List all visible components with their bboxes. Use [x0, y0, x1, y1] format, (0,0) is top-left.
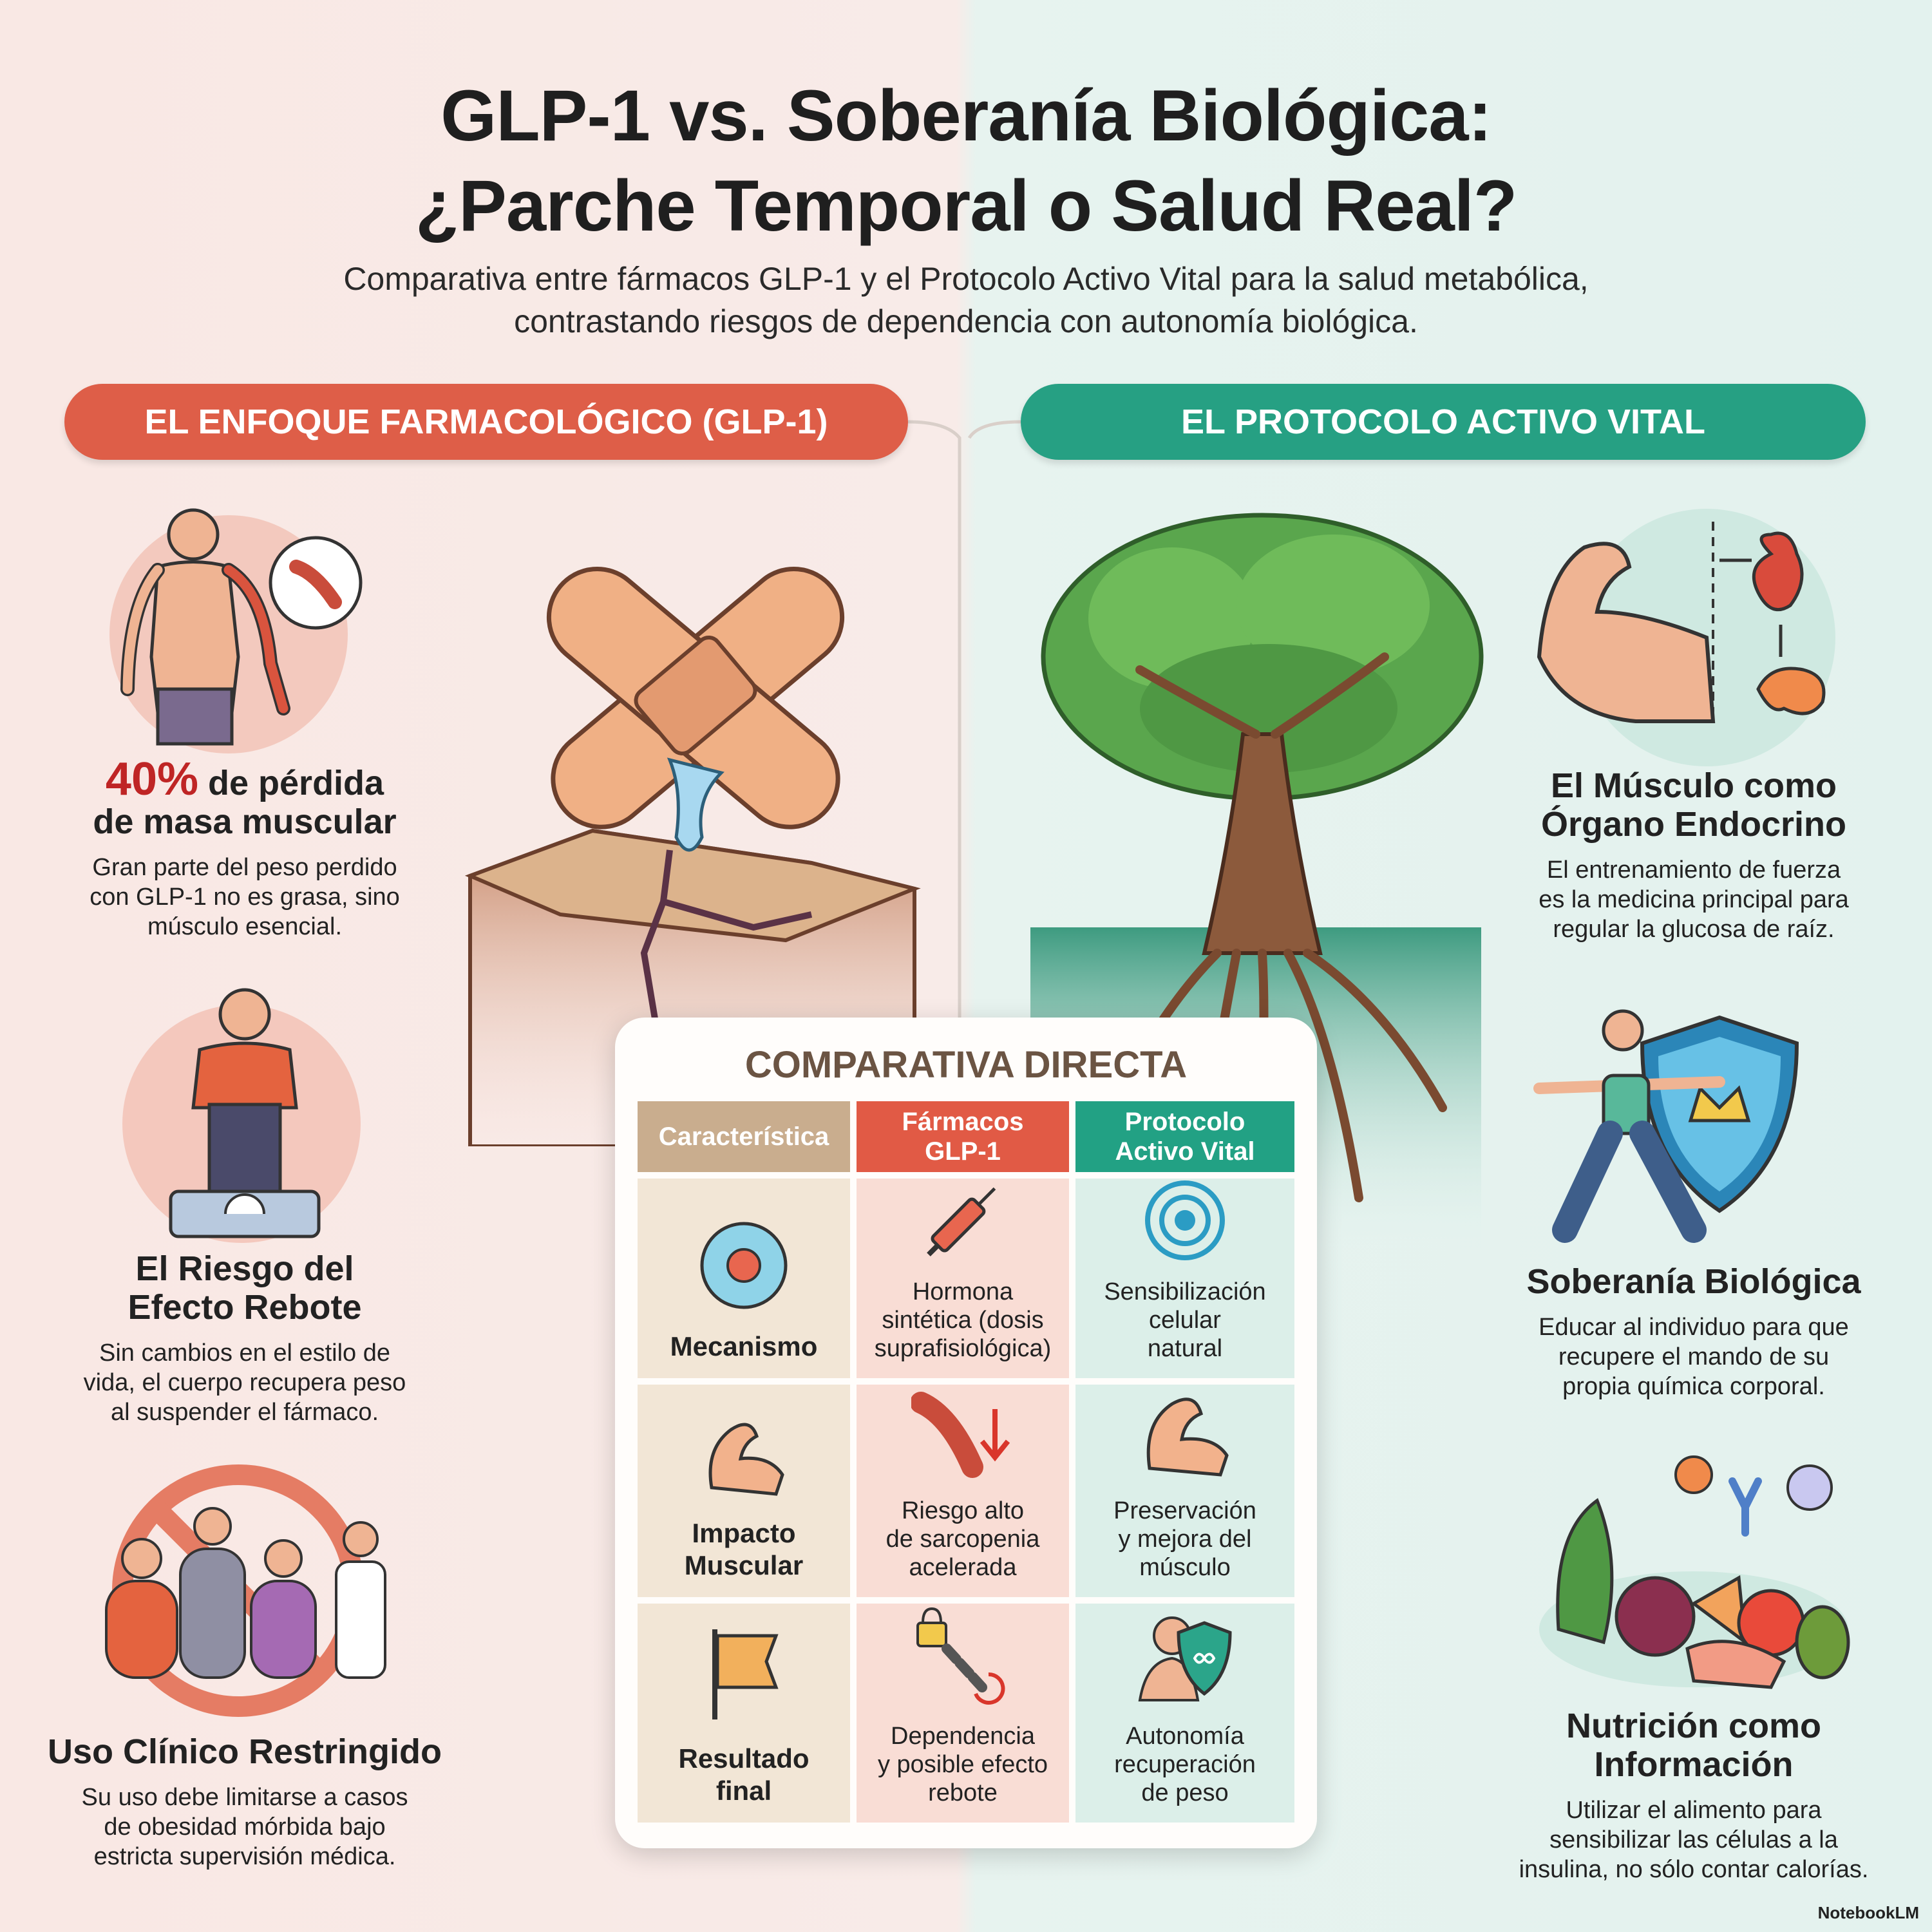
- yoga-shield-icon: [1533, 1009, 1799, 1243]
- comparison-card: COMPARATIVA DIRECTA Característica Fárma…: [615, 1018, 1317, 1848]
- muscle-loss-percent: 40%: [105, 753, 199, 805]
- chain-lock-icon: [916, 1607, 1005, 1705]
- table-row-muscle-glp1: Riesgo alto de sarcopenia acelerada: [857, 1385, 1069, 1597]
- restricted-use-icon: [105, 1464, 386, 1717]
- muscle-organ-title-line2: Órgano Endocrino: [1540, 805, 1846, 844]
- left-item-3: Uso Clínico Restringido Su uso debe limi…: [39, 1732, 451, 1871]
- right-section-header: EL PROTOCOLO ACTIVO VITAL: [1021, 384, 1866, 460]
- nutrition-body: Utilizar el alimento para sensibilizar l…: [1519, 1797, 1869, 1883]
- muscle-loss-body: Gran parte del peso perdido con GLP-1 no…: [90, 854, 400, 940]
- nutrition-title-line1: Nutrición como: [1566, 1707, 1821, 1745]
- table-row-mechanism-glp1: Hormona sintética (dosis suprafisiológic…: [857, 1179, 1069, 1378]
- muscle-loss-title-rest: de pérdida: [198, 764, 384, 802]
- page-subtitle: Comparativa entre fármacos GLP-1 y el Pr…: [193, 258, 1739, 343]
- table-row-result-label: Resultado final: [638, 1604, 850, 1823]
- restricted-title: Uso Clínico Restringido: [47, 1732, 442, 1771]
- subtitle-line-1: Comparativa entre fármacos GLP-1 y el Pr…: [343, 261, 1589, 297]
- muscle-organ-body: El entrenamiento de fuerza es la medicin…: [1539, 857, 1849, 943]
- table-row-result-glp1: Dependencia y posible efecto rebote: [857, 1604, 1069, 1823]
- left-item-1: 40% de pérdida de masa muscular Gran par…: [52, 756, 438, 942]
- table-row-mechanism-label: Mecanismo: [638, 1179, 850, 1378]
- flexed-arm-icon: [1146, 1397, 1229, 1477]
- syringe-icon: [927, 1187, 996, 1256]
- table-row-result-vital: Autonomía recuperación de peso: [1075, 1604, 1294, 1823]
- right-item-2: Soberanía Biológica Educar al individuo …: [1501, 1262, 1887, 1401]
- table-row-muscle-vital: Preservación y mejora del músculo: [1075, 1385, 1294, 1597]
- rebound-title-line1: El Riesgo del: [135, 1249, 354, 1288]
- rebound-body: Sin cambios en el estilo de vida, el cue…: [83, 1340, 406, 1426]
- rebound-title-line2: Efecto Rebote: [128, 1288, 362, 1327]
- subtitle-line-2: contrastando riesgos de dependencia con …: [514, 303, 1418, 339]
- divider-connector: [908, 420, 1021, 1024]
- cell-icon: [700, 1222, 788, 1309]
- comparison-title: COMPARATIVA DIRECTA: [744, 1044, 1188, 1086]
- flag-icon: [712, 1629, 779, 1719]
- right-item-3: Nutrición como Información Utilizar el a…: [1481, 1707, 1906, 1884]
- title-line-2: ¿Parche Temporal o Salud Real?: [415, 166, 1518, 246]
- notebooklm-brand: NotebookLM: [1817, 1903, 1919, 1922]
- left-section-header: EL ENFOQUE FARMACOLÓGICO (GLP-1): [64, 384, 908, 460]
- header-vital: Protocolo Activo Vital: [1075, 1101, 1294, 1172]
- shield-person-icon: [1138, 1616, 1232, 1701]
- vegetables-icon: [1539, 1455, 1850, 1689]
- sovereignty-title: Soberanía Biológica: [1526, 1262, 1861, 1301]
- muscle-down-icon: [911, 1392, 1010, 1478]
- restricted-body: Su uso debe limitarse a casos de obesida…: [81, 1784, 408, 1870]
- left-item-2: El Riesgo del Efecto Rebote Sin cambios …: [52, 1249, 438, 1427]
- title-line-1: GLP-1 vs. Soberanía Biológica:: [440, 75, 1492, 156]
- sovereignty-body: Educar al individuo para que recupere el…: [1539, 1314, 1849, 1400]
- header-characteristic: Característica: [638, 1101, 850, 1172]
- flexed-arm-icon: [708, 1423, 784, 1496]
- muscle-loss-title-line2: de masa muscular: [93, 802, 397, 841]
- page-title: GLP-1 vs. Soberanía Biológica: ¿Parche T…: [0, 71, 1932, 251]
- nutrition-title-line2: Información: [1594, 1745, 1794, 1784]
- muscle-organ-title-line1: El Músculo como: [1550, 766, 1837, 805]
- scale-person-icon: [169, 988, 321, 1238]
- tree-roots-illustration: [1030, 513, 1484, 1249]
- muscle-loss-icon: [120, 508, 363, 746]
- header-glp1: Fármacos GLP-1: [857, 1101, 1069, 1172]
- table-row-mechanism-vital: Sensibilización celular natural: [1075, 1179, 1294, 1378]
- target-icon: [1145, 1180, 1225, 1260]
- muscle-organ-icon: [1537, 522, 1826, 723]
- right-item-1: El Músculo como Órgano Endocrino El entr…: [1501, 766, 1887, 944]
- table-row-muscle-label: Impacto Muscular: [638, 1385, 850, 1597]
